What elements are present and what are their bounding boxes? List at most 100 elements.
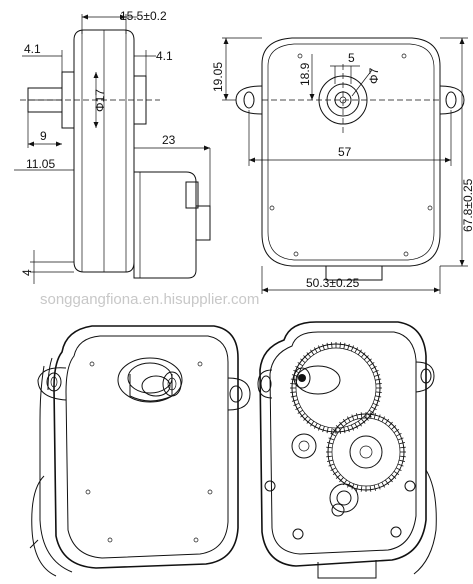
gear-tooth: [295, 406, 301, 411]
dim-shaft-flat: 5: [348, 51, 355, 65]
gear-tooth: [335, 474, 341, 479]
gear-tooth: [326, 455, 333, 458]
gear-tooth: [373, 484, 376, 491]
gear-tooth: [313, 347, 318, 353]
gear-tooth: [310, 421, 315, 427]
gear-tooth: [290, 395, 297, 398]
gear-tooth: [374, 399, 381, 402]
dim-front-height: 67.8±0.25: [461, 178, 473, 232]
gear-tooth: [399, 455, 406, 458]
dim-hole-spacing: 57: [338, 145, 352, 159]
dim-shaft-len-b: 11.05: [26, 157, 55, 171]
gear-tooth: [356, 413, 359, 420]
gear-tooth: [369, 362, 375, 367]
gear-tooth: [395, 467, 402, 471]
gear-tooth: [339, 421, 344, 427]
gear-tooth: [361, 352, 366, 358]
gear-tooth: [377, 483, 381, 490]
gear-tooth: [391, 474, 397, 479]
isometric-closed-view: [29, 325, 251, 577]
dim-side-width: 15.5±0.2: [120, 9, 167, 23]
gear-tooth: [322, 343, 325, 350]
dim-shaft-dia: Φ7: [367, 67, 381, 84]
gear-tooth: [347, 343, 350, 350]
gear-tooth: [347, 426, 350, 433]
gear-tooth: [332, 470, 339, 476]
side-view: [20, 29, 211, 279]
gear-tooth: [354, 423, 359, 429]
gear-tooth: [375, 383, 382, 385]
gear-tooth: [291, 399, 298, 402]
gear-tooth: [398, 442, 405, 445]
gear-tooth: [388, 421, 393, 427]
gear-tooth: [328, 463, 335, 467]
side-dimensions: [14, 14, 211, 284]
gear-tooth: [397, 463, 404, 467]
gear-tooth: [306, 352, 311, 358]
gear-tooth: [373, 413, 376, 420]
dim-shaft-diameter: Φ17: [93, 89, 107, 112]
gear-tooth: [326, 427, 329, 434]
gear-tooth: [293, 402, 300, 406]
gear-tooth: [364, 355, 369, 360]
gear-tooth: [339, 477, 344, 483]
gear-tooth: [327, 442, 334, 445]
gear-tooth: [391, 425, 397, 430]
gear-tooth: [375, 391, 382, 393]
gear-tooth: [371, 406, 377, 411]
gear-tooth: [360, 412, 363, 419]
gear-tooth: [356, 484, 359, 491]
gear-tooth: [297, 362, 303, 367]
gear-tooth: [343, 342, 346, 349]
gear-tooth: [339, 342, 341, 349]
gear-tooth: [388, 477, 393, 483]
gear-tooth: [364, 416, 369, 421]
gear-tooth: [366, 358, 372, 363]
gear-tooth: [375, 378, 382, 381]
gear-tooth: [393, 428, 400, 434]
gear-tooth: [347, 416, 351, 423]
gear-tooth: [303, 416, 308, 421]
gear-tooth: [369, 485, 372, 492]
gear-tooth: [397, 437, 404, 441]
gear-tooth: [372, 402, 379, 406]
gear-tooth: [398, 459, 405, 462]
gear-tooth: [318, 424, 322, 431]
gear-tooth: [328, 437, 335, 441]
gear-tooth: [350, 424, 354, 431]
gear-tooth: [318, 345, 322, 352]
gear-tooth: [393, 470, 400, 476]
dim-front-width: 50.3±0.25: [306, 276, 360, 290]
gear-tooth: [399, 446, 406, 449]
gear-tooth: [290, 391, 297, 393]
gear-tooth: [351, 414, 355, 421]
dim-motor-len: 23: [162, 133, 176, 147]
gear-tooth: [350, 345, 354, 352]
gear-tooth: [313, 423, 318, 429]
gear-tooth: [327, 459, 334, 462]
gear-tooth: [335, 425, 341, 430]
gear-tooth: [374, 374, 381, 377]
gear-tooth: [300, 358, 306, 363]
gear-tooth: [369, 412, 372, 419]
watermark-text: songgangfiona.en.hisupplier.com: [40, 291, 259, 308]
gear-tooth: [354, 347, 359, 353]
dim-side-left-offset: 4.1: [24, 42, 41, 56]
gear-tooth: [303, 355, 308, 360]
front-dimensions: [222, 37, 468, 294]
dim-front-shaft-offset: 18.9: [298, 62, 312, 86]
gear-tooth: [381, 416, 385, 423]
gear-tooth: [357, 421, 362, 427]
gear-tooth: [360, 485, 363, 492]
dim-side-right-offset: 4.1: [156, 49, 173, 63]
gear-tooth: [300, 413, 306, 418]
gear-tooth: [306, 418, 311, 424]
gear-tooth: [331, 342, 333, 349]
front-view: [235, 37, 465, 281]
gear-tooth: [361, 418, 366, 424]
gear-tooth: [297, 409, 303, 414]
gear-tooth: [375, 395, 382, 398]
gear-tooth: [377, 414, 381, 421]
gear-tooth: [310, 349, 315, 355]
gear-tooth: [357, 349, 362, 355]
